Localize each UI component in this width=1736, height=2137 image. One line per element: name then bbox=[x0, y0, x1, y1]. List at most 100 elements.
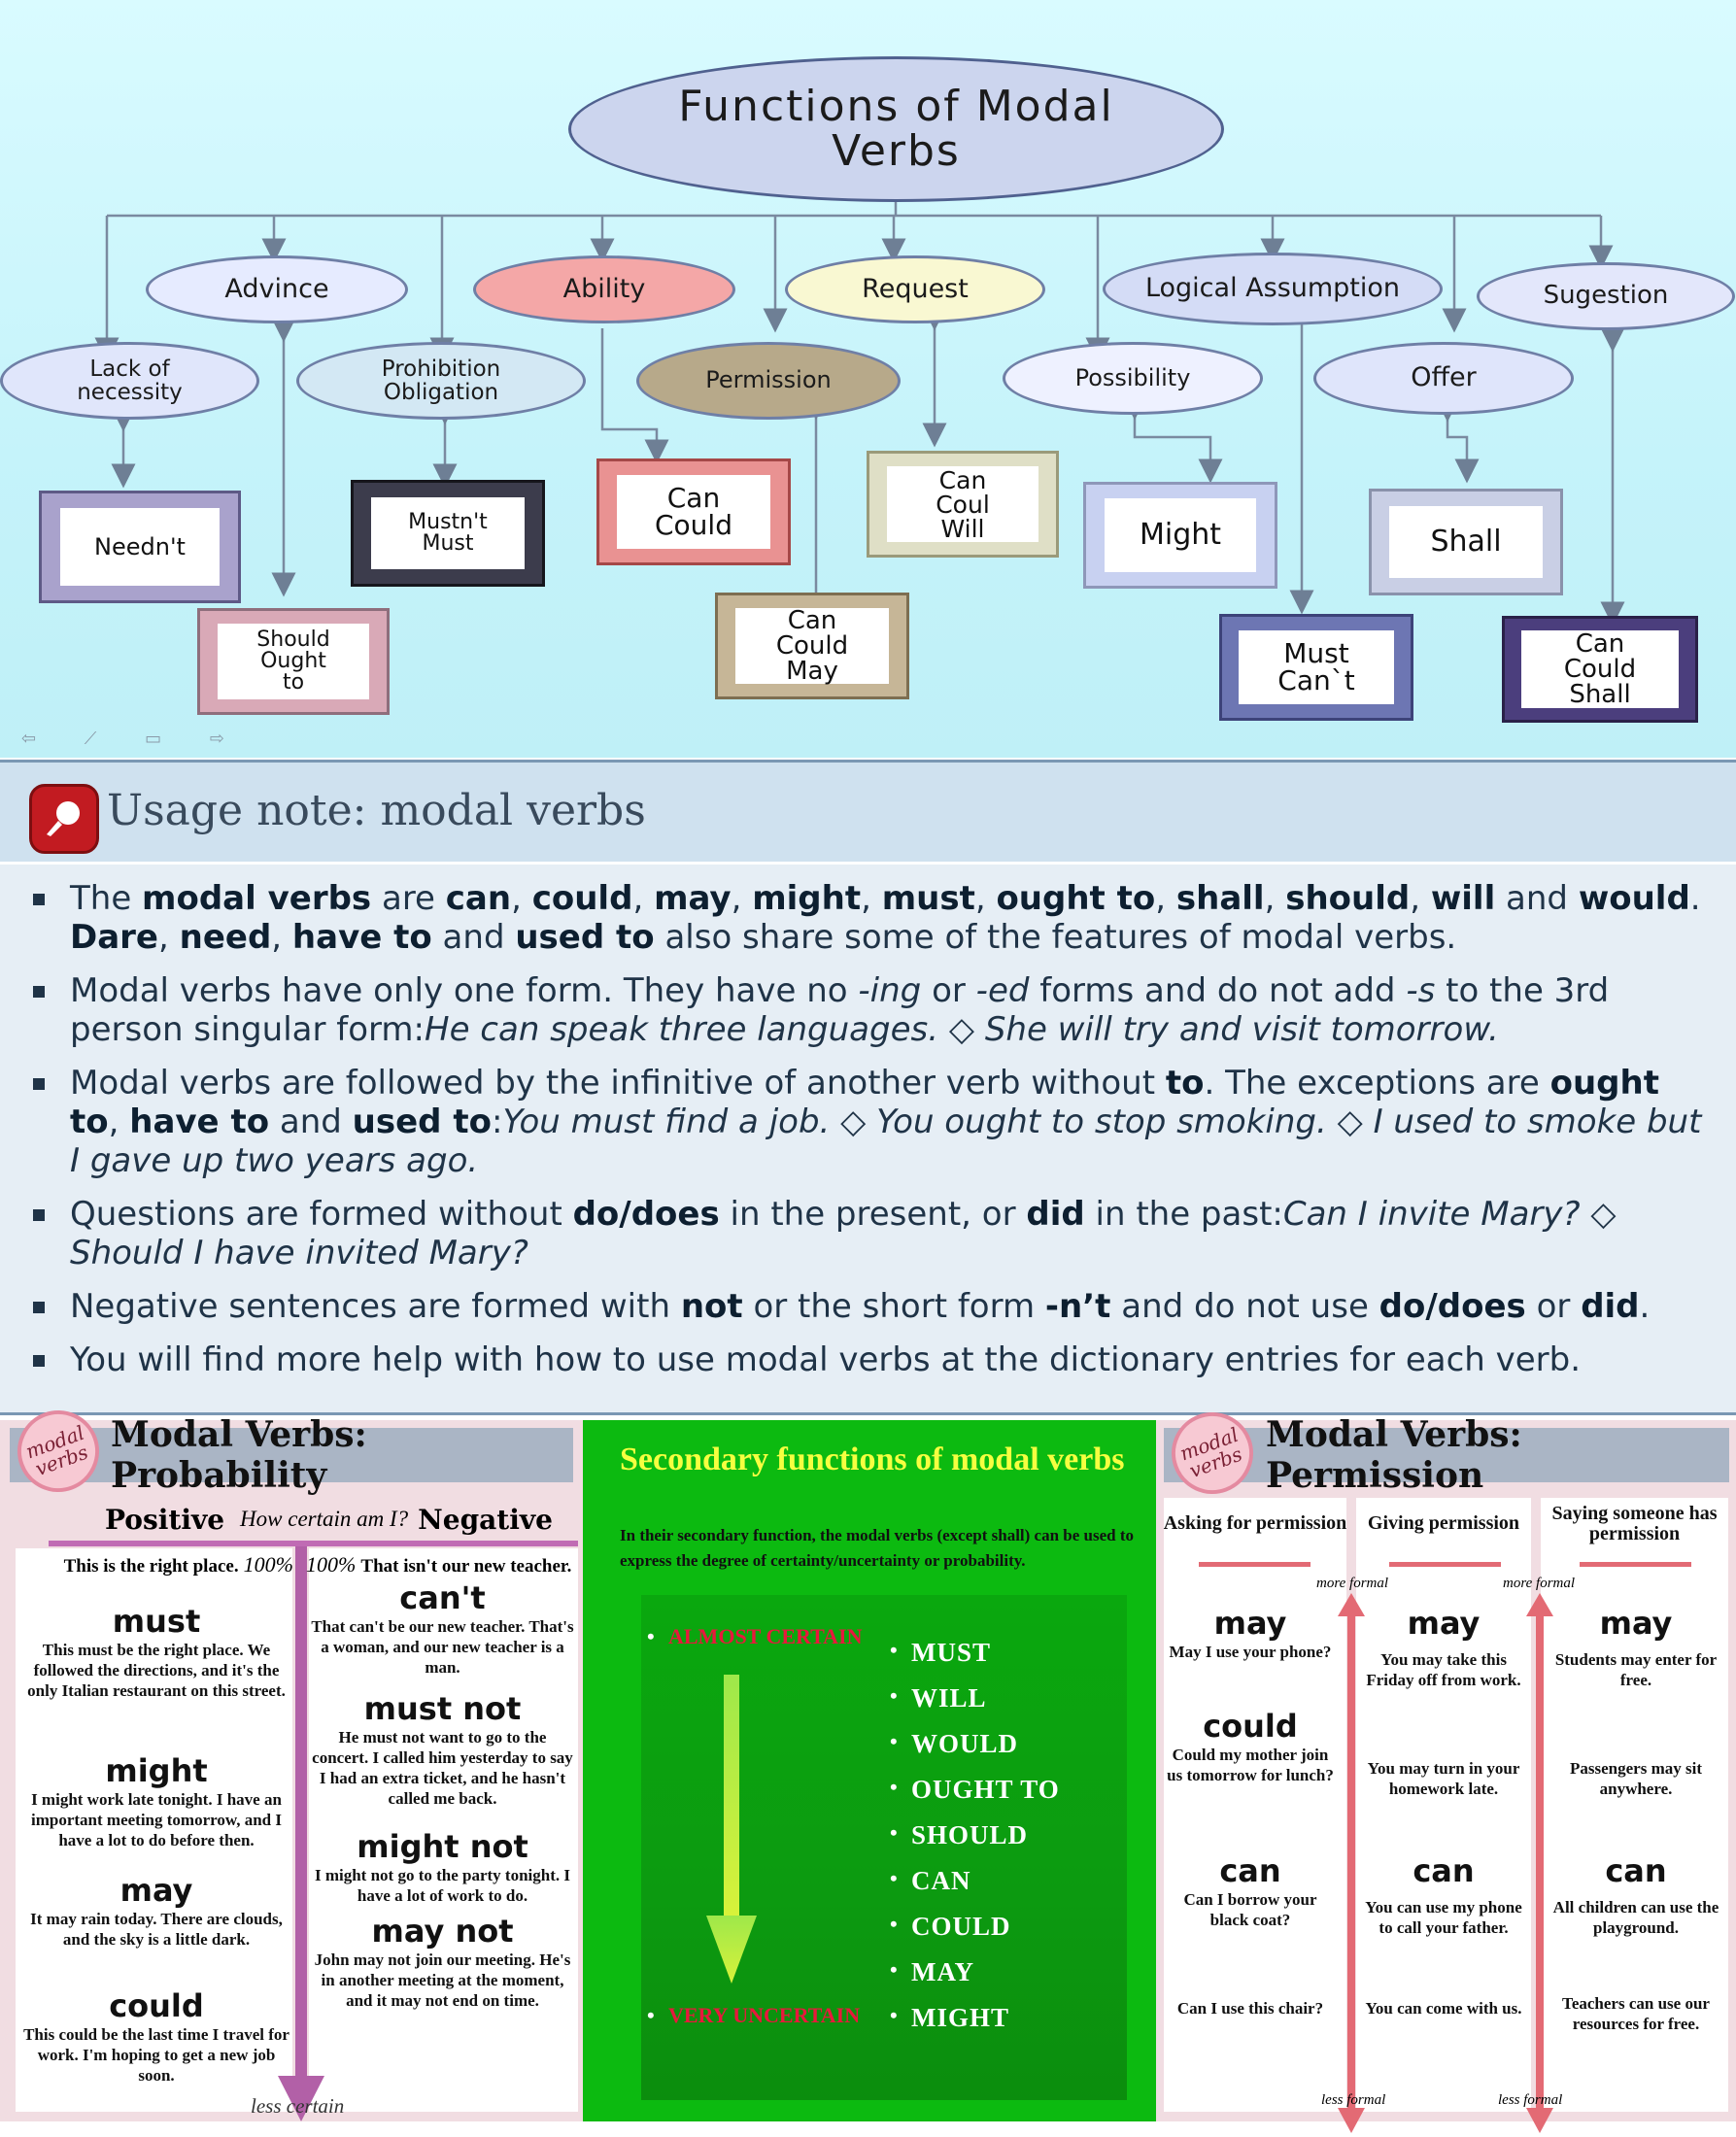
probability-header-row: Positive How certain am I? Negative bbox=[49, 1500, 578, 1539]
secondary-title: Secondary functions of modal verbs bbox=[620, 1442, 1125, 1477]
saying-may: may Students may enter for free. bbox=[1554, 1605, 1718, 1689]
slide-nav-icons[interactable]: ⇦ ⟋ ▭ ⇨ bbox=[21, 729, 246, 749]
asking-can: can Can I borrow your black coat? bbox=[1183, 1852, 1317, 1929]
negative-header: Negative bbox=[418, 1503, 553, 1536]
usage-item: Negative sentences are formed with not o… bbox=[29, 1287, 1710, 1326]
usage-note: Usage note: modal verbs The modal verbs … bbox=[0, 760, 1736, 1415]
permission-column-saying bbox=[1541, 1498, 1728, 2112]
underline bbox=[1199, 1562, 1311, 1567]
secondary-functions-panel: Secondary functions of modal verbs In th… bbox=[583, 1420, 1156, 2121]
usage-item: The modal verbs are can, could, may, mig… bbox=[29, 879, 1710, 957]
almost-certain-label: ALMOST CERTAIN bbox=[647, 1624, 862, 1649]
less-formal-label: less formal bbox=[1321, 2092, 1386, 2108]
box-mustnt-must: Mustn't Must bbox=[351, 480, 545, 587]
box-neednt: Needn't bbox=[39, 491, 241, 603]
modal-can: CAN bbox=[890, 1866, 971, 1896]
negative-top: 100% That isn't our new teacher. bbox=[306, 1552, 572, 1577]
secondary-intro: In their secondary function, the modal v… bbox=[620, 1526, 1135, 1570]
box-should-ought-to: Should Ought to bbox=[197, 608, 390, 715]
modal-functions-diagram: Functions of Modal Verbs Advince Ability… bbox=[0, 0, 1736, 758]
giving-may: may You may take this Friday off from wo… bbox=[1366, 1605, 1521, 1689]
category-ability: Ability bbox=[473, 255, 735, 323]
very-uncertain-label: VERY UNCERTAIN bbox=[647, 2003, 860, 2028]
positive-column bbox=[16, 1548, 292, 2112]
giving-can: can You can use my phone to call your fa… bbox=[1365, 1852, 1522, 1937]
less-certain-arrow bbox=[278, 1546, 324, 2121]
category-request: Request bbox=[785, 255, 1045, 323]
category-lack-of-necessity: Lack of necessity bbox=[0, 342, 259, 420]
negative-must-not: must not He must not want to go to the c… bbox=[312, 1690, 573, 1808]
formality-arrow-1 bbox=[1338, 1593, 1365, 2133]
usage-item: You will find more help with how to use … bbox=[29, 1340, 1710, 1379]
usage-title: Usage note: modal verbs bbox=[107, 786, 646, 835]
certainty-arrow bbox=[706, 1675, 757, 1984]
modal-may: MAY bbox=[890, 1957, 974, 1987]
modal-will: WILL bbox=[890, 1683, 987, 1713]
negative-may-not: may not John may not join our meeting. H… bbox=[314, 1913, 571, 2010]
modal-might: MIGHT bbox=[890, 2003, 1009, 2033]
more-formal-label: more formal bbox=[1503, 1576, 1576, 1591]
negative-column bbox=[309, 1548, 578, 2112]
modal-must: MUST bbox=[890, 1638, 991, 1668]
modal-would: WOULD bbox=[890, 1729, 1018, 1759]
category-logical-assumption: Logical Assumption bbox=[1103, 253, 1443, 325]
permission-title: Modal Verbs: Permission bbox=[1164, 1414, 1729, 1496]
usage-item: Questions are formed without do/does in … bbox=[29, 1195, 1710, 1272]
certainty-question: How certain am I? bbox=[240, 1507, 409, 1531]
formality-arrow-2 bbox=[1526, 1593, 1553, 2133]
modal-verbs-seal: modal verbs bbox=[1160, 1401, 1265, 1506]
giving-may-2: You may turn in your homework late. bbox=[1367, 1759, 1520, 1798]
usage-header: Usage note: modal verbs bbox=[0, 763, 1736, 865]
permission-column-giving bbox=[1356, 1498, 1531, 2112]
box-can-could-shall: Can Could Shall bbox=[1502, 616, 1698, 723]
saying-may-2: Passengers may sit anywhere. bbox=[1570, 1759, 1702, 1798]
underline bbox=[1580, 1562, 1691, 1567]
category-possibility: Possibility bbox=[1003, 342, 1263, 415]
box-can-coul-will: Can Coul Will bbox=[867, 451, 1059, 558]
probability-panel: Modal Verbs: Probability modal verbs Pos… bbox=[0, 1399, 583, 2121]
diagram-title: Functions of Modal Verbs bbox=[568, 56, 1224, 202]
category-advice: Advince bbox=[146, 255, 408, 323]
positive-might: might I might work late tonight. I have … bbox=[31, 1752, 282, 1849]
header-asking: Asking for permission bbox=[1163, 1512, 1347, 1534]
usage-list: The modal verbs are can, could, may, mig… bbox=[29, 879, 1710, 1394]
box-can-could: Can Could bbox=[596, 458, 791, 565]
category-offer: Offer bbox=[1313, 342, 1574, 415]
modal-could: COULD bbox=[890, 1912, 1011, 1942]
less-certain-label: less certain bbox=[251, 2094, 345, 2118]
saying-can-2: Teachers can use our resources for free. bbox=[1562, 1994, 1710, 2033]
probability-divider bbox=[49, 1541, 578, 1546]
more-formal-label: more formal bbox=[1316, 1576, 1389, 1591]
asking-may: may May I use your phone? bbox=[1169, 1605, 1332, 1661]
box-can-could-may: Can Could May bbox=[715, 593, 909, 699]
giving-can-2: You can come with us. bbox=[1365, 1999, 1522, 2018]
permission-column-asking bbox=[1164, 1498, 1346, 2112]
modal-should: SHOULD bbox=[890, 1820, 1028, 1850]
box-shall: Shall bbox=[1369, 489, 1563, 595]
category-prohibition-obligation: Prohibition Obligation bbox=[296, 342, 586, 420]
positive-header: Positive bbox=[105, 1503, 225, 1536]
positive-could: could This could be the last time I trav… bbox=[23, 1987, 289, 2085]
box-might: Might bbox=[1083, 482, 1277, 589]
positive-must: must This must be the right place. We fo… bbox=[27, 1603, 286, 1700]
header-giving: Giving permission bbox=[1367, 1512, 1520, 1534]
less-formal-label: less formal bbox=[1498, 2092, 1563, 2108]
underline bbox=[1389, 1562, 1501, 1567]
bottom-panels: Modal Verbs: Probability modal verbs Pos… bbox=[0, 1399, 1736, 2133]
permission-panel: Modal Verbs: Permission modal verbs Aski… bbox=[1156, 1401, 1736, 2133]
category-suggestion: Sugestion bbox=[1477, 262, 1735, 330]
probability-title: Modal Verbs: Probability bbox=[10, 1414, 573, 1496]
usage-item: Modal verbs have only one form. They hav… bbox=[29, 971, 1710, 1049]
usage-item: Modal verbs are followed by the infiniti… bbox=[29, 1064, 1710, 1180]
positive-top: This is the right place. 100% bbox=[63, 1552, 293, 1577]
saying-can: can All children can use the playground. bbox=[1552, 1852, 1719, 1937]
asking-can-2: Can I use this chair? bbox=[1176, 1999, 1324, 2018]
positive-may: may It may rain today. There are clouds,… bbox=[30, 1872, 283, 1949]
thumbtack-icon bbox=[29, 784, 99, 854]
category-permission: Permission bbox=[636, 342, 901, 420]
header-saying: Saying someone has permission bbox=[1551, 1503, 1718, 1544]
modal-ought-to: OUGHT TO bbox=[890, 1775, 1060, 1805]
negative-might-not: might not I might not go to the party to… bbox=[314, 1828, 571, 1905]
negative-cant: can't That can't be our new teacher. Tha… bbox=[311, 1579, 574, 1677]
asking-could: could Could my mother join us tomorrow f… bbox=[1167, 1708, 1334, 1784]
